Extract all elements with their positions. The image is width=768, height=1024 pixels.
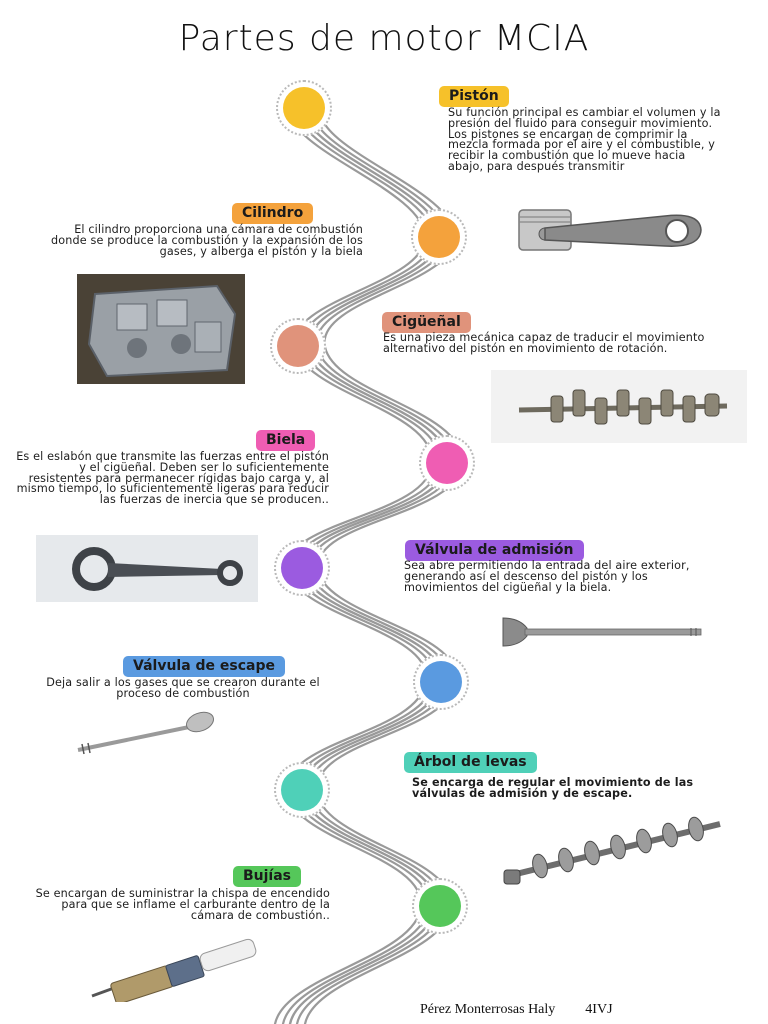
node-bujias bbox=[412, 878, 468, 934]
footer: Pérez Monterrosas Haly 4IVJ bbox=[420, 1002, 613, 1018]
node-cilindro bbox=[411, 209, 467, 265]
label-admision: Válvula de admisión bbox=[405, 540, 584, 561]
node-piston-dot bbox=[283, 87, 325, 129]
footer-group: 4IVJ bbox=[585, 1002, 613, 1017]
image-cilindro bbox=[77, 274, 245, 384]
text-admision: Sea abre permitiendo la entrada del aire… bbox=[404, 559, 690, 594]
node-levas-dot bbox=[281, 769, 323, 811]
image-piston bbox=[515, 202, 710, 258]
node-biela bbox=[419, 435, 475, 491]
label-cilindro: Cilindro bbox=[232, 203, 314, 224]
label-piston: Pistón bbox=[439, 86, 509, 107]
image-bujias bbox=[88, 936, 266, 1002]
node-admision-dot bbox=[281, 547, 323, 589]
text-escape: Deja salir a los gases que se crearon du… bbox=[46, 676, 320, 700]
text-bujias: Se encargan de suministrar la chispa de … bbox=[35, 887, 330, 922]
label-bujias: Bujías bbox=[233, 866, 302, 887]
node-cilindro-dot bbox=[418, 216, 460, 258]
text-cilindro: El cilindro proporciona una cámara de co… bbox=[51, 223, 363, 258]
footer-author: Pérez Monterrosas Haly bbox=[420, 1002, 556, 1017]
text-piston: Su función principal es cambiar el volum… bbox=[448, 106, 721, 173]
node-admision bbox=[274, 540, 330, 596]
image-biela bbox=[36, 535, 258, 602]
label-escape: Válvula de escape bbox=[123, 656, 286, 677]
node-escape-dot bbox=[420, 661, 462, 703]
node-piston bbox=[276, 80, 332, 136]
text-levas: Se encarga de regular el movimiento de l… bbox=[412, 776, 694, 800]
image-admision bbox=[495, 612, 710, 652]
node-ciguenal bbox=[270, 318, 326, 374]
node-biela-dot bbox=[426, 442, 468, 484]
text-ciguenal: Es una pieza mecánica capaz de traducir … bbox=[383, 331, 705, 355]
page-title: Partes de motor MCIA bbox=[178, 18, 590, 59]
label-ciguenal: Cigüeñal bbox=[382, 312, 471, 333]
node-escape bbox=[413, 654, 469, 710]
node-bujias-dot bbox=[419, 885, 461, 927]
node-levas bbox=[274, 762, 330, 818]
label-levas: Árbol de levas bbox=[404, 752, 537, 773]
image-ciguenal bbox=[491, 370, 747, 443]
node-ciguenal-dot bbox=[277, 325, 319, 367]
text-biela: Es el eslabón que transmite las fuerzas … bbox=[16, 450, 329, 507]
label-biela: Biela bbox=[256, 430, 316, 451]
image-levas bbox=[500, 812, 726, 888]
image-escape bbox=[68, 706, 220, 758]
